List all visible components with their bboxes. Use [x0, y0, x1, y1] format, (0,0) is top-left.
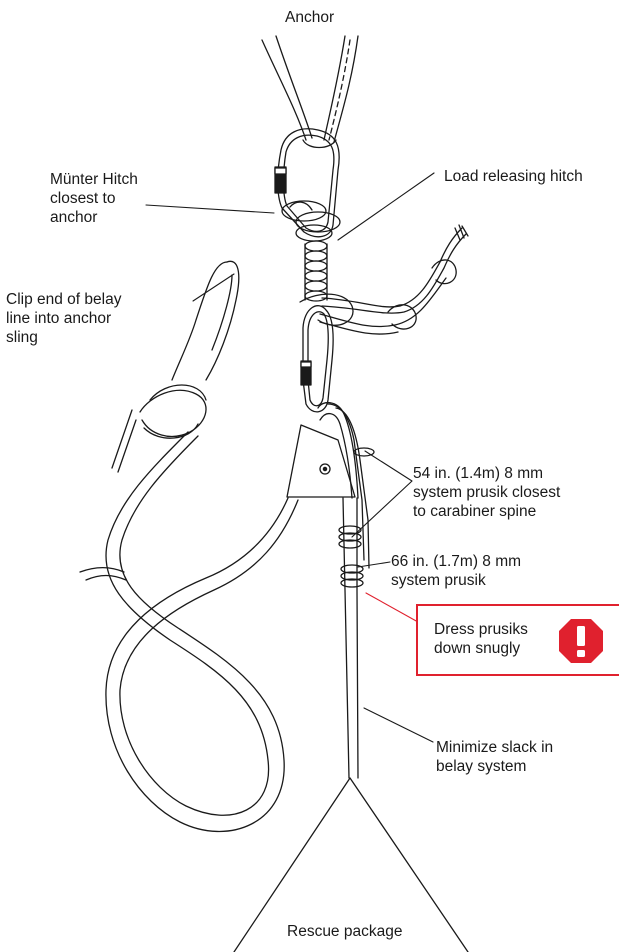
label-anchor: Anchor: [285, 8, 334, 27]
pulley-plate: [287, 425, 355, 497]
exclamation-octagon-icon: [558, 618, 604, 664]
minimize-slack-leader: [364, 708, 433, 742]
leader-lines: [146, 173, 434, 742]
alert-callout: Dress prusiks down snugly: [416, 604, 619, 676]
middle-carabiner: [301, 306, 333, 412]
prusik-66-leader: [358, 562, 390, 567]
clip-end-leader: [193, 274, 234, 301]
munter-leader: [146, 205, 274, 213]
anchor-sling: [262, 36, 358, 148]
label-prusik-66: 66 in. (1.7m) 8 mm system prusik: [391, 552, 521, 590]
load-releasing-leader: [338, 173, 434, 240]
label-rescue-package: Rescue package: [287, 922, 402, 941]
label-clip-end: Clip end of belay line into anchor sling: [6, 290, 121, 347]
label-munter-hitch: Münter Hitch closest to anchor: [50, 170, 138, 227]
load-releasing-hitch: [305, 241, 327, 301]
alert-leader: [366, 593, 418, 622]
label-minimize-slack: Minimize slack in belay system: [436, 738, 553, 776]
alert-text: Dress prusiks down snugly: [434, 620, 528, 658]
label-load-releasing-hitch: Load releasing hitch: [444, 167, 583, 186]
label-prusik-54: 54 in. (1.4m) 8 mm system prusik closest…: [413, 464, 560, 521]
